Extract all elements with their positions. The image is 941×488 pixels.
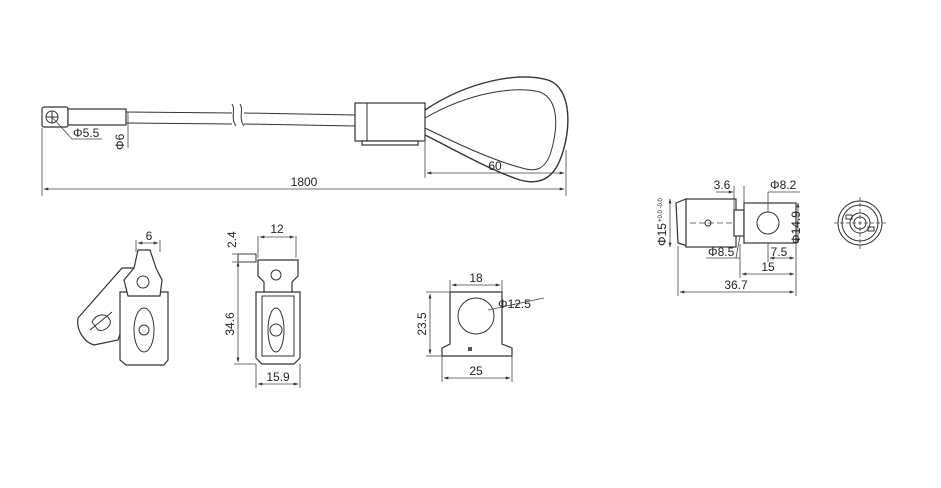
clip-front-body bbox=[255, 291, 301, 365]
dim-clip-top-width: 12 bbox=[270, 222, 284, 236]
lock-pin bbox=[733, 209, 745, 237]
dim-cable-length: 1800 bbox=[291, 175, 318, 189]
dim-ring-hole: Φ5.5 bbox=[73, 126, 100, 140]
cable-loop-inner bbox=[424, 89, 557, 171]
dim-lock-mid-len: 15 bbox=[761, 260, 775, 274]
lock-side-view: 3.6 Φ8.2 Φ15 +0.0 -0.0 Φ14.9 Φ8.5 7.5 15… bbox=[655, 178, 803, 296]
dim-loop-length: 60 bbox=[488, 159, 502, 173]
clip-iso-view: 6 bbox=[77, 229, 169, 366]
dim-bracket-top-width: 18 bbox=[469, 271, 483, 285]
cable-loop-outer bbox=[424, 76, 569, 183]
cable-assembly: 1800 60 Φ5.5 Φ6 bbox=[41, 76, 569, 196]
clip-top-tab bbox=[123, 249, 163, 297]
cable-line-bottom bbox=[125, 122, 233, 125]
dim-lock-body-dia2: Φ14.9 bbox=[789, 211, 803, 244]
dim-lock-end-len: 7.5 bbox=[771, 245, 788, 259]
dim-lock-offset: 3.6 bbox=[714, 178, 731, 192]
bracket-view: 18 Φ12.5 23.5 25 bbox=[415, 271, 545, 382]
dim-lock-total-len: 36.7 bbox=[724, 278, 748, 292]
lock-end-view bbox=[834, 197, 886, 249]
break-mark-1 bbox=[231, 103, 237, 127]
dim-bracket-base-width: 25 bbox=[469, 364, 483, 378]
dim-clip-thickness: 2.4 bbox=[225, 231, 239, 248]
lock-body bbox=[743, 202, 797, 244]
dim-clip-bottom-width: 15.9 bbox=[266, 370, 290, 384]
dim-lock-head-tol: +0.0 -0.0 bbox=[658, 197, 664, 222]
break-mark-2 bbox=[239, 103, 245, 127]
cable-line-top bbox=[125, 111, 233, 114]
dim-lock-head-dia: Φ15 bbox=[655, 223, 669, 246]
crimp-sleeve bbox=[67, 108, 127, 126]
dim-bracket-height: 23.5 bbox=[415, 312, 429, 336]
dim-cable-diameter: Φ6 bbox=[113, 133, 127, 150]
dim-lock-pin-dia: Φ8.5 bbox=[708, 245, 735, 259]
bracket-hole bbox=[457, 297, 495, 335]
clip-front-view: 12 2.4 34.6 15.9 bbox=[223, 222, 301, 388]
dim-clip-height: 34.6 bbox=[223, 312, 237, 336]
dim-bracket-hole: Φ12.5 bbox=[498, 297, 531, 311]
dim-lock-body-dia: Φ8.2 bbox=[770, 178, 797, 192]
dim-clip-tab-width: 6 bbox=[146, 229, 153, 243]
clip-front-plate bbox=[119, 291, 169, 366]
ferrule bbox=[354, 102, 426, 142]
clip-front-tab bbox=[257, 259, 299, 295]
